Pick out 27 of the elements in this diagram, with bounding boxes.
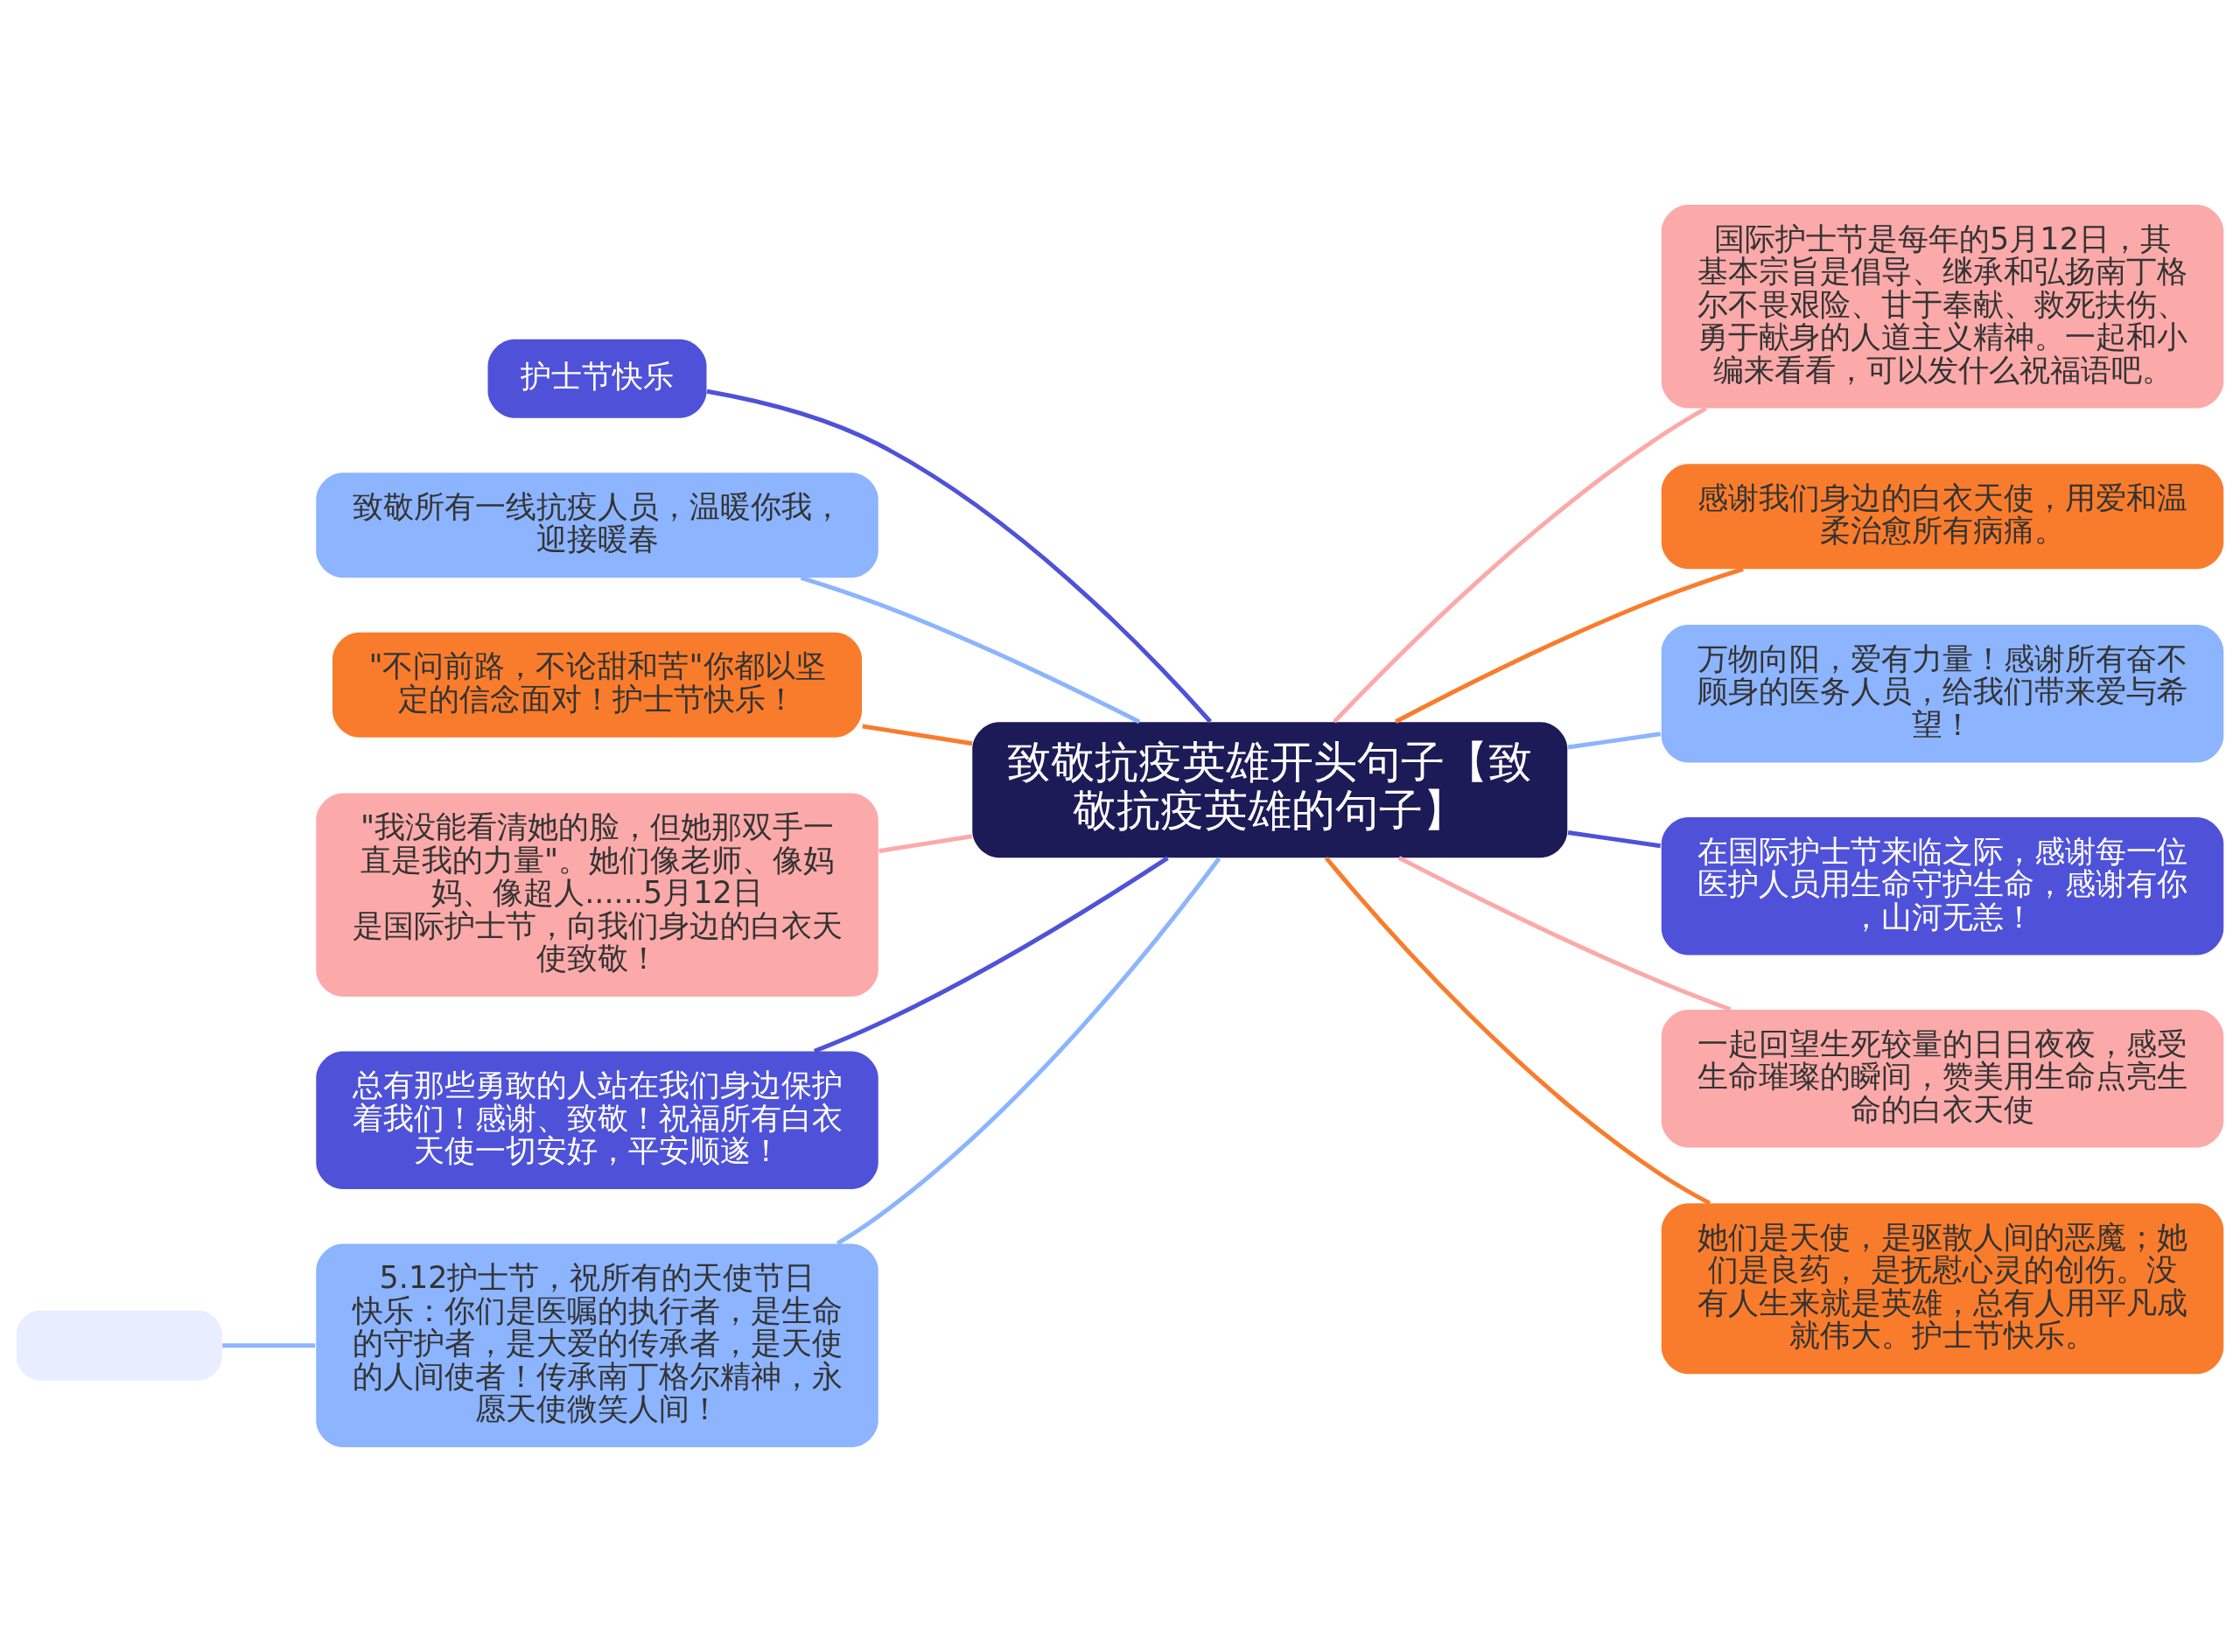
node-box: 护士节快乐 bbox=[487, 339, 707, 418]
node-box: 致敬抗疫英雄开头句子【致敬抗疫英雄的句子】 bbox=[972, 722, 1568, 858]
connector bbox=[1397, 856, 1732, 1012]
connector bbox=[706, 388, 1213, 724]
node-box: 在国际护士节来临之际，感谢每一位医护人员用生命守护生命，感谢有你，山河无恙！ bbox=[1661, 817, 2224, 956]
node-box: 总有那些勇敢的人站在我们身边保护着我们！感谢、致敬！祝福所有白衣天使一切安好，平安顺遂！ bbox=[316, 1051, 878, 1189]
connector bbox=[862, 724, 973, 746]
node-box: 国际护士节是每年的5月12日，其基本宗旨是倡导、继承和弘扬南丁格尔不畏艰险、甘于奉献、救死扶伤、勇于献身的人道主义精神。一起和小编来看看，可以发什么祝福语吧。 bbox=[1661, 205, 2224, 409]
node-box bbox=[16, 1310, 222, 1381]
connector bbox=[800, 575, 1141, 724]
node-box: 她们是天使，是驱散人间的恶魔；她们是良药， 是抚慰心灵的创伤。没有人生来就是英雄，总有人用平凡成就伟大。护士节快乐。 bbox=[1661, 1203, 2224, 1375]
node-box: "我没能看清她的脸，但她那双手一直是我的力量"。她们像老师、像妈妈、像超人......5月12日是国际护士节，向我们身边的白衣天使致敬！ bbox=[316, 793, 878, 997]
connector bbox=[1324, 856, 1712, 1206]
node-box: 5.12护士节，祝所有的天使节日快乐：你们是医嘱的执行者，是生命的守护者，是大爱的传承者，是天使的人间使者！传承南丁格尔精神，永愿天使微笑人间！ bbox=[316, 1243, 878, 1447]
node-box: 致敬所有一线抗疫人员，温暖你我，迎接暖春 bbox=[316, 472, 878, 578]
node-box: 万物向阳，爱有力量！感谢所有奋不顾身的医务人员，给我们带来爱与希望！ bbox=[1661, 625, 2224, 763]
connector bbox=[813, 856, 1169, 1054]
connector bbox=[1567, 830, 1662, 849]
connector bbox=[878, 834, 973, 854]
node-box: "不问前路，不论甜和苦"你都以坚定的信念面对！护士节快乐！ bbox=[332, 632, 862, 738]
connector bbox=[836, 857, 1222, 1246]
connector bbox=[1395, 566, 1744, 724]
connector bbox=[222, 1343, 316, 1348]
connector bbox=[1567, 732, 1662, 750]
node-box: 一起回望生死较量的日日夜夜，感受生命璀璨的瞬间，赞美用生命点亮生命的白衣天使 bbox=[1661, 1010, 2224, 1148]
connector bbox=[1333, 406, 1708, 724]
node-box: 感谢我们身边的白衣天使，用爱和温柔治愈所有病痛。 bbox=[1661, 464, 2224, 570]
